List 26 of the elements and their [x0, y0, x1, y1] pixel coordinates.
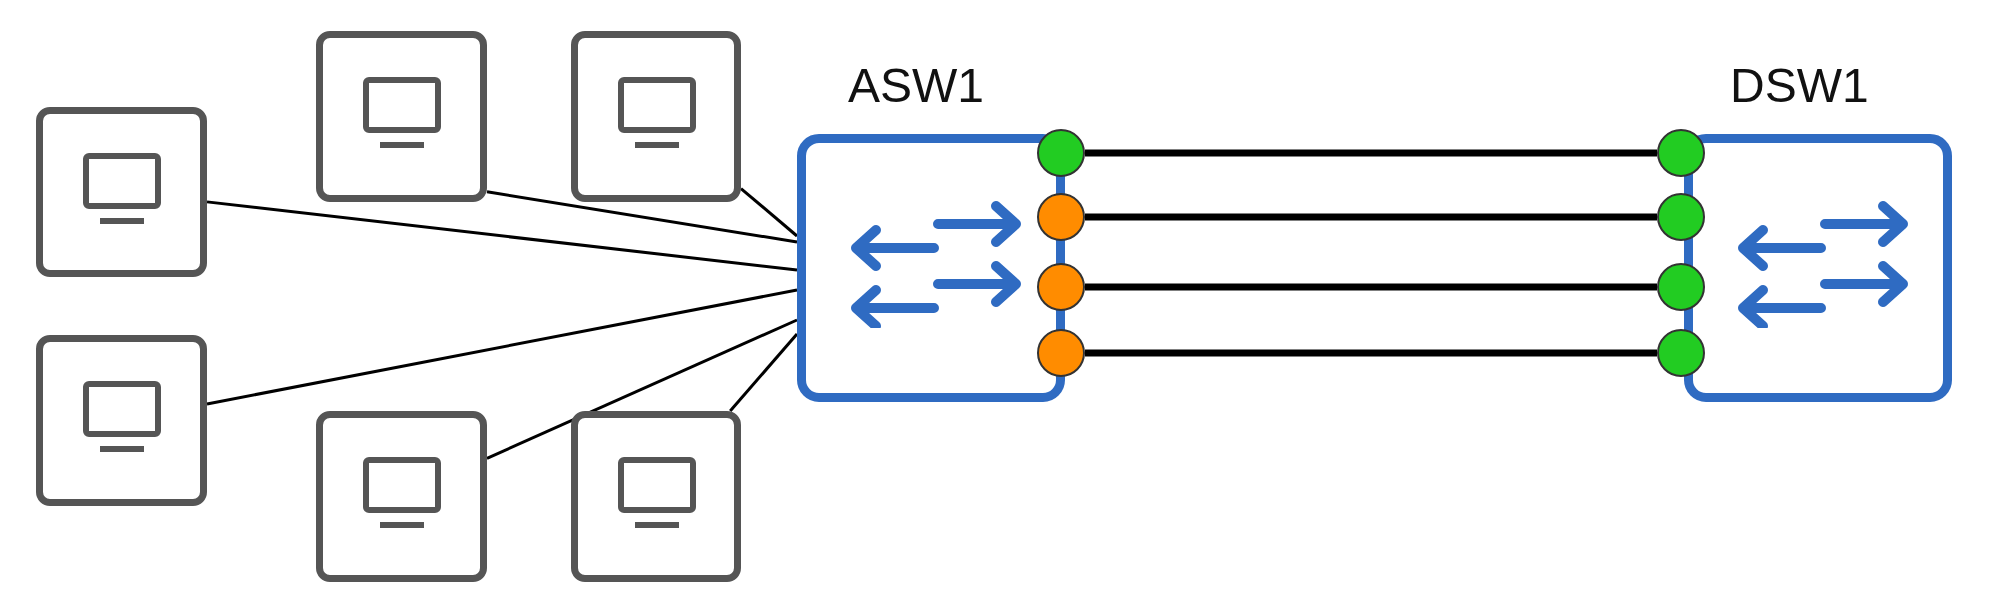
link-line — [486, 318, 798, 460]
port-dot — [1657, 329, 1705, 377]
port-dot — [1037, 129, 1085, 177]
computer-box — [571, 31, 741, 202]
port-dot — [1037, 193, 1085, 241]
port-dot — [1657, 129, 1705, 177]
computer-box — [36, 107, 207, 277]
port-dot — [1657, 193, 1705, 241]
computer-box — [316, 411, 487, 582]
cable-line — [1085, 349, 1657, 357]
port-dot — [1657, 263, 1705, 311]
computer-box — [571, 411, 741, 582]
cable-line — [1085, 149, 1657, 157]
link-line — [206, 288, 798, 406]
port-dot — [1037, 329, 1085, 377]
switch-label: ASW1 — [848, 62, 985, 110]
switch-label: DSW1 — [1730, 62, 1869, 110]
computer-box — [316, 31, 487, 202]
port-dot — [1037, 263, 1085, 311]
cable-line — [1085, 213, 1657, 221]
link-line — [206, 200, 798, 272]
link-line — [486, 190, 798, 244]
cable-line — [1085, 283, 1657, 291]
link-line — [740, 187, 798, 238]
link-line — [729, 333, 799, 412]
computer-box — [36, 335, 207, 506]
